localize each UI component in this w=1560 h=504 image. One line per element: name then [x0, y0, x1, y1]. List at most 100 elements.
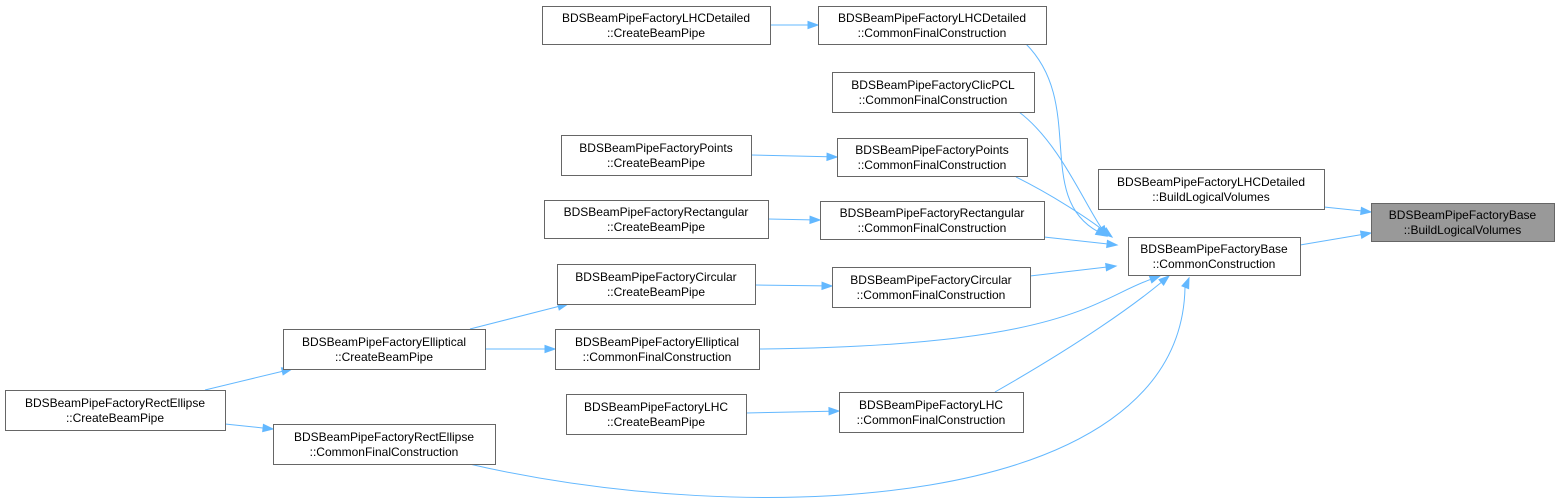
arrowhead-icon [262, 423, 275, 433]
edge-rect_cfc-to-base_cc [1043, 236, 1119, 249]
edge-circ_cbp-to-circ_cfc [754, 281, 834, 291]
edge-lhc_cfc-to-base_cc [994, 275, 1171, 393]
node-pts-cbp[interactable]: BDSBeamPipeFactoryPoints::CreateBeamPipe [561, 135, 752, 176]
node-method-label: ::BuildLogicalVolumes [1404, 223, 1521, 237]
node-class-label: BDSBeamPipeFactoryRectangular [840, 206, 1025, 220]
node-circ-cfc[interactable]: BDSBeamPipeFactoryCircular::CommonFinalC… [832, 267, 1031, 308]
edge-line [469, 305, 560, 330]
node-lhc-cfc[interactable]: BDSBeamPipeFactoryLHC::CommonFinalConstr… [839, 392, 1024, 433]
edge-line [1015, 176, 1106, 232]
edge-lhcd_blv-to-root [1323, 206, 1373, 216]
node-class-label: BDSBeamPipeFactoryRectEllipse [294, 430, 474, 444]
edge-line [224, 423, 265, 429]
edge-pts_cfc-to-base_cc [1015, 176, 1114, 238]
node-class-label: BDSBeamPipeFactoryPoints [855, 143, 1008, 157]
edge-line [1025, 43, 1099, 233]
edge-re_cbp-to-re_cfc [224, 423, 275, 433]
node-box [1128, 237, 1301, 276]
nodes-layer: BDSBeamPipeFactoryBase::BuildLogicalVolu… [5, 6, 1555, 465]
node-class-label: BDSBeamPipeFactoryRectEllipse [25, 396, 205, 410]
node-class-label: BDSBeamPipeFactoryLHC [859, 398, 1003, 412]
node-method-label: ::CommonFinalConstruction [858, 26, 1007, 40]
node-circ-cbp[interactable]: BDSBeamPipeFactoryCircular::CreateBeamPi… [557, 264, 756, 305]
node-root: BDSBeamPipeFactoryBase::BuildLogicalVolu… [1371, 203, 1555, 242]
edge-base_cc-to-root [1299, 230, 1373, 246]
node-rect-cfc[interactable]: BDSBeamPipeFactoryRectangular::CommonFin… [820, 201, 1045, 240]
node-class-label: BDSBeamPipeFactoryBase [1389, 208, 1537, 222]
edge-line [1029, 266, 1108, 277]
node-class-label: BDSBeamPipeFactoryLHCDetailed [562, 11, 750, 25]
node-box [283, 329, 486, 370]
edge-re_cbp-to-ell_cbp [204, 367, 294, 391]
edge-line [204, 370, 284, 391]
node-box [561, 135, 752, 176]
node-class-label: BDSBeamPipeFactoryLHC [584, 400, 728, 414]
node-box [5, 390, 226, 431]
edge-line [1323, 206, 1363, 212]
node-class-label: BDSBeamPipeFactoryCircular [575, 270, 736, 284]
arrowhead-icon [1359, 230, 1373, 240]
node-class-label: BDSBeamPipeFactoryPoints [579, 141, 732, 155]
node-box [839, 392, 1024, 433]
node-method-label: ::CommonFinalConstruction [310, 445, 459, 459]
edge-ell_cbp-to-circ_cbp [469, 302, 570, 330]
edge-line [745, 410, 831, 414]
node-lhcd-cbp[interactable]: BDSBeamPipeFactoryLHCDetailed::CreateBea… [542, 6, 771, 45]
node-class-label: BDSBeamPipeFactoryClicPCL [851, 78, 1015, 92]
node-class-label: BDSBeamPipeFactoryLHCDetailed [1117, 175, 1305, 189]
arrowhead-icon [1106, 239, 1119, 249]
node-box [555, 329, 760, 370]
node-method-label: ::CreateBeamPipe [607, 415, 705, 429]
node-method-label: ::CreateBeamPipe [66, 411, 164, 425]
node-re-cfc[interactable]: BDSBeamPipeFactoryRectEllipse::CommonFin… [273, 424, 496, 465]
node-lhcd-cfc[interactable]: BDSBeamPipeFactoryLHCDetailed::CommonFin… [818, 6, 1047, 45]
edge-lhcd_cbp-to-lhcd_cfc [770, 20, 820, 30]
node-class-label: BDSBeamPipeFactoryRectangular [564, 205, 749, 219]
node-method-label: ::CommonConstruction [1153, 257, 1276, 271]
edge-line [1018, 111, 1103, 229]
node-base-cc[interactable]: BDSBeamPipeFactoryBase::CommonConstructi… [1128, 237, 1301, 276]
node-method-label: ::CreateBeamPipe [607, 220, 705, 234]
node-rect-cbp[interactable]: BDSBeamPipeFactoryRectangular::CreateBea… [544, 200, 769, 239]
node-pts-cfc[interactable]: BDSBeamPipeFactoryPoints::CommonFinalCon… [837, 138, 1028, 177]
node-method-label: ::CommonFinalConstruction [858, 221, 1007, 235]
arrowhead-icon [1105, 262, 1118, 272]
edge-pts_cbp-to-pts_cfc [750, 152, 839, 162]
arrowhead-icon [821, 281, 834, 291]
edge-re_cfc-to-base_cc [464, 276, 1190, 498]
node-method-label: ::CreateBeamPipe [607, 156, 705, 170]
node-method-label: ::CreateBeamPipe [335, 350, 433, 364]
node-method-label: ::CommonFinalConstruction [859, 93, 1008, 107]
node-class-label: BDSBeamPipeFactoryElliptical [575, 335, 739, 349]
edges-layer [204, 20, 1373, 498]
arrowhead-icon [809, 215, 822, 225]
node-ell-cfc[interactable]: BDSBeamPipeFactoryElliptical::CommonFina… [555, 329, 760, 370]
node-box [557, 264, 756, 305]
edge-rect_cbp-to-rect_cfc [767, 215, 822, 225]
node-re-cbp[interactable]: BDSBeamPipeFactoryRectEllipse::CreateBea… [5, 390, 226, 431]
node-box [273, 424, 496, 465]
arrowhead-icon [807, 20, 820, 30]
node-box [566, 394, 747, 435]
arrowhead-icon [1101, 227, 1114, 238]
node-box [837, 138, 1028, 177]
edge-line [767, 218, 812, 221]
arrowhead-icon [544, 344, 557, 354]
edge-line [1299, 234, 1363, 246]
arrowhead-icon [828, 406, 841, 416]
arrowhead-icon [1158, 275, 1171, 287]
node-class-label: BDSBeamPipeFactoryElliptical [302, 335, 466, 349]
edge-line [464, 286, 1187, 498]
arrowhead-icon [1181, 276, 1190, 290]
node-lhc-cbp[interactable]: BDSBeamPipeFactoryLHC::CreateBeamPipe [566, 394, 747, 435]
node-clic-cfc[interactable]: BDSBeamPipeFactoryClicPCL::CommonFinalCo… [832, 72, 1035, 113]
node-ell-cbp[interactable]: BDSBeamPipeFactoryElliptical::CreateBeam… [283, 329, 486, 370]
node-method-label: ::CommonFinalConstruction [857, 413, 1006, 427]
node-box [542, 6, 771, 45]
node-box [1098, 169, 1325, 210]
node-lhcd-blv[interactable]: BDSBeamPipeFactoryLHCDetailed::BuildLogi… [1098, 169, 1325, 210]
node-method-label: ::CommonFinalConstruction [857, 288, 1006, 302]
edge-line [994, 281, 1163, 393]
edge-line [750, 154, 829, 158]
edge-circ_cfc-to-base_cc [1029, 262, 1118, 277]
